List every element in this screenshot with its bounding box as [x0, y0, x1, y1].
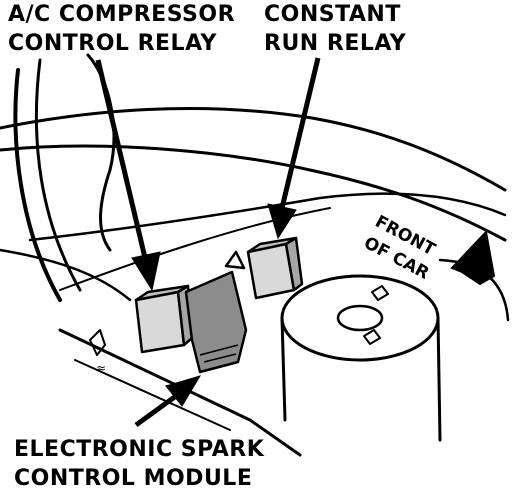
inner-fender-line-2 [74, 359, 231, 431]
strut-bolt-2 [363, 329, 381, 345]
esc-arrowhead [165, 375, 202, 407]
strut-tower-inner [336, 304, 384, 332]
ac-compressor-relay-label: A/C COMPRESSOR CONTROL RELAY [8, 0, 235, 58]
run-label-line-2: RUN RELAY [264, 31, 407, 56]
bracket-mark: ≈ [96, 361, 106, 375]
fender-curve [59, 207, 331, 291]
hose-loop [86, 53, 116, 252]
ac-relay-leader [95, 59, 149, 263]
ac-label-line-2: CONTROL RELAY [8, 31, 217, 56]
hose-left-inner [34, 58, 82, 292]
fender-line-upper [0, 144, 507, 242]
run-label-line-1: CONSTANT [264, 2, 401, 27]
front-of-car-arrow [450, 229, 496, 286]
constant-run-relay-label: CONSTANT RUN RELAY [264, 0, 406, 58]
run-relay-arrowhead [267, 203, 297, 240]
fender-line-lower [28, 192, 507, 242]
bracket-left [89, 329, 106, 356]
esc-module [184, 250, 248, 374]
esc-label-line-2: CONTROL MODULE [14, 466, 253, 491]
hood-edge-line [0, 107, 507, 192]
ac-label-line-1: A/C COMPRESSOR [8, 2, 236, 27]
firewall-line [0, 248, 132, 302]
esc-leader [134, 393, 178, 428]
strut-bolt-1 [371, 285, 389, 301]
run-relay-leader [279, 57, 321, 209]
esc-module-label: ELECTRONIC SPARK CONTROL MODULE [14, 435, 264, 493]
ac-compressor-relay [134, 284, 194, 354]
ac-relay-arrowhead [131, 251, 161, 292]
esc-label-line-1: ELECTRONIC SPARK [14, 437, 265, 462]
strut-tower-top [280, 274, 440, 362]
constant-run-relay [246, 236, 304, 300]
hose-left [13, 68, 62, 302]
leader-arrows [95, 57, 496, 428]
strut-tower-body [280, 316, 442, 442]
inner-fender-line [58, 328, 302, 457]
